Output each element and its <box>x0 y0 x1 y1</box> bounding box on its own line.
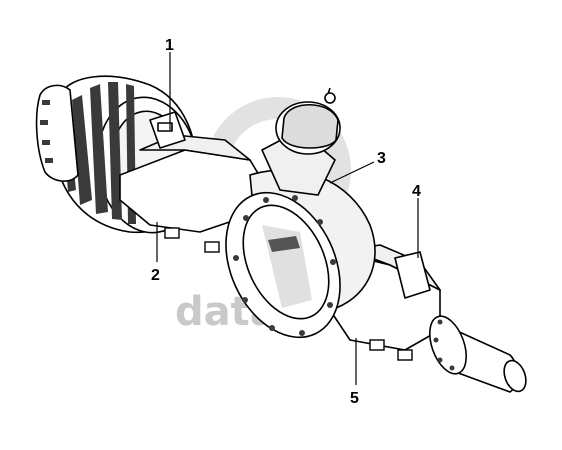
hub-cap <box>35 84 79 182</box>
chamber-fitting <box>324 92 336 104</box>
leader-lines <box>156 52 419 385</box>
brake-chamber <box>260 87 341 196</box>
shaft-end <box>503 359 527 393</box>
lower-brackets <box>164 227 413 361</box>
callout-5: 5 <box>350 390 359 407</box>
gear-teeth <box>268 236 300 252</box>
callout-1: 1 <box>165 37 174 54</box>
output-shaft <box>428 315 527 393</box>
callout-3: 3 <box>377 150 386 167</box>
spring-seat-left-slot <box>157 122 173 132</box>
leader-3 <box>329 161 375 184</box>
hub-flange-bolts <box>433 319 455 371</box>
callout-2: 2 <box>151 267 160 284</box>
callout-labels: 1 2 3 4 5 <box>151 37 421 407</box>
chamber-shade <box>281 104 339 149</box>
flange-bolts <box>233 195 336 336</box>
hub-studs <box>40 100 53 163</box>
spring-seat-right <box>394 251 431 299</box>
axle-housing <box>119 111 441 351</box>
callout-4: 4 <box>412 183 421 200</box>
differential-housing <box>225 169 376 339</box>
